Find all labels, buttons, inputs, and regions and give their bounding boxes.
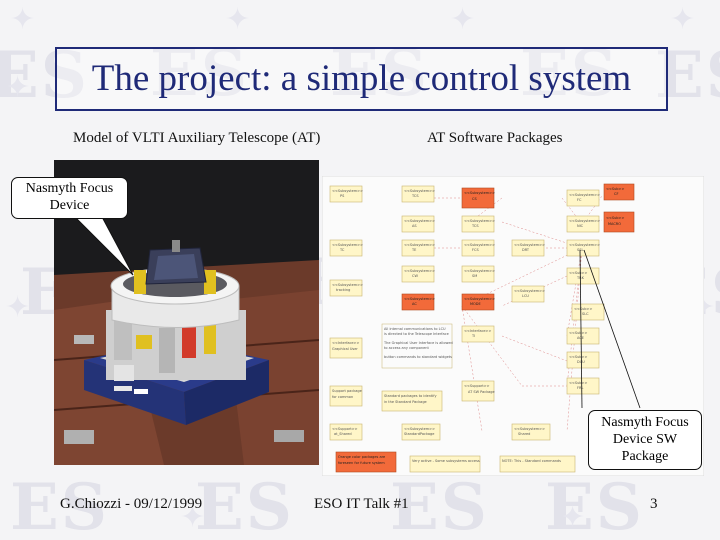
- svg-text:<<Sub>>: <<Sub>>: [569, 355, 587, 359]
- svg-text:The Graphical User Interface i: The Graphical User Interface is allowed: [383, 341, 453, 345]
- svg-text:TCS: TCS: [411, 194, 419, 198]
- nasmyth-device-callout: Nasmyth Focus Device: [11, 177, 128, 219]
- svg-text:<<Subsystem>>: <<Subsystem>>: [404, 189, 435, 193]
- svg-text:DRT: DRT: [522, 248, 530, 252]
- svg-text:AS: AS: [412, 224, 417, 228]
- slide-title: The project: a simple control system: [57, 57, 666, 101]
- svg-text:AT SW Package: AT SW Package: [468, 390, 495, 394]
- footer-event: ESO IT Talk #1: [314, 496, 409, 513]
- svg-text:<<Subsystem>>: <<Subsystem>>: [464, 297, 495, 301]
- svg-text:to access any component: to access any component: [384, 346, 430, 350]
- svg-text:<<Interface>>: <<Interface>>: [332, 341, 359, 345]
- svg-text:<<Subsystem>>: <<Subsystem>>: [404, 219, 435, 223]
- svg-text:<<Subsystem>>: <<Subsystem>>: [569, 219, 600, 223]
- svg-text:CW: CW: [412, 274, 418, 278]
- svg-text:NIC: NIC: [577, 224, 584, 228]
- svg-text:TCS: TCS: [471, 224, 479, 228]
- svg-text:<<Sub>>: <<Sub>>: [569, 271, 587, 275]
- svg-text:AC: AC: [412, 302, 417, 306]
- svg-text:<<Subsystem>>: <<Subsystem>>: [464, 243, 495, 247]
- title-frame: The project: a simple control system: [55, 47, 668, 111]
- svg-text:All internal communications to: All internal communications to LCU: [384, 327, 446, 331]
- svg-text:MODE: MODE: [470, 302, 481, 306]
- watermark-logo: ES: [195, 470, 294, 540]
- svg-text:tracking: tracking: [336, 288, 350, 292]
- watermark-star-icon: ✦: [5, 290, 30, 325]
- svg-text:<<Sub>>: <<Sub>>: [569, 381, 587, 385]
- svg-text:at_Shared: at_Shared: [334, 432, 352, 436]
- svg-text:CS: CS: [472, 197, 477, 201]
- svg-text:SLC: SLC: [582, 312, 589, 316]
- svg-text:is directed to the Telescope I: is directed to the Telescope Interface: [384, 332, 449, 336]
- svg-text:Very active - Some subsystems: Very active - Some subsystems access: [412, 459, 480, 463]
- svg-text:foreseen for future system: foreseen for future system: [338, 461, 385, 465]
- svg-text:<<Subsystem>>: <<Subsystem>>: [464, 269, 495, 273]
- watermark-star-icon: ✦: [670, 2, 695, 37]
- svg-text:Orange color packages are: Orange color packages are: [338, 455, 385, 459]
- svg-text:SM: SM: [472, 274, 477, 278]
- svg-text:Standard packages to identify: Standard packages to identify: [384, 394, 437, 398]
- svg-text:<<Subsystem>>: <<Subsystem>>: [514, 243, 545, 247]
- svg-text:<<Subsystem>>: <<Subsystem>>: [514, 289, 545, 293]
- svg-text:MACRO: MACRO: [608, 222, 621, 226]
- svg-text:LCU: LCU: [522, 294, 529, 298]
- svg-text:<<Subsystem>>: <<Subsystem>>: [404, 243, 435, 247]
- page-number: 3: [650, 496, 658, 513]
- svg-text:<<Sub>>: <<Sub>>: [569, 331, 587, 335]
- callout-line: Device SW: [589, 431, 701, 448]
- telescope-caption: Model of VLTI Auxiliary Telescope (AT): [73, 130, 320, 147]
- svg-text:<<Subsystem>>: <<Subsystem>>: [514, 427, 545, 431]
- svg-text:<<Subsystem>>: <<Subsystem>>: [464, 191, 495, 195]
- svg-text:button commands to standard wi: button commands to standard widgets: [384, 355, 452, 359]
- watermark-star-icon: ✦: [225, 2, 250, 37]
- packages-caption: AT Software Packages: [427, 130, 563, 147]
- svg-text:for common: for common: [332, 395, 353, 399]
- callout-line: Nasmyth Focus: [589, 414, 701, 431]
- callout-line: Device: [12, 197, 127, 214]
- svg-text:FCS: FCS: [472, 248, 479, 252]
- svg-text:<<Subsystem>>: <<Subsystem>>: [569, 193, 600, 197]
- callout-line: Nasmyth Focus: [12, 180, 127, 197]
- svg-text:<<Subsystem>>: <<Subsystem>>: [569, 243, 600, 247]
- callout-line: Package: [589, 448, 701, 465]
- svg-text:Support package: Support package: [332, 389, 362, 393]
- svg-text:<<Subsystem>>: <<Subsystem>>: [332, 283, 363, 287]
- svg-text:<<Interface>>: <<Interface>>: [464, 329, 491, 333]
- svg-text:CF: CF: [614, 192, 618, 196]
- svg-text:Graphical User: Graphical User: [332, 347, 358, 351]
- svg-text:<<Subsystem>>: <<Subsystem>>: [404, 297, 435, 301]
- svg-text:<<Sub>>: <<Sub>>: [574, 307, 592, 311]
- svg-text:<<Sub>>: <<Sub>>: [606, 216, 624, 220]
- svg-text:<<Subsystem>>: <<Subsystem>>: [404, 427, 435, 431]
- svg-text:TI: TI: [471, 334, 475, 338]
- nasmyth-package-callout: Nasmyth Focus Device SW Package: [588, 410, 702, 470]
- footer-author-date: G.Chiozzi - 09/12/1999: [60, 496, 202, 513]
- watermark-star-icon: ✦: [5, 70, 30, 105]
- watermark-star-icon: ✦: [10, 2, 35, 37]
- svg-text:StandardPackage: StandardPackage: [404, 432, 434, 436]
- svg-text:TE: TE: [411, 248, 416, 252]
- watermark-star-icon: ✦: [560, 500, 585, 535]
- svg-text:NOTE: This - Standard commands: NOTE: This - Standard commands: [502, 459, 561, 463]
- svg-text:TC: TC: [339, 248, 345, 252]
- svg-text:<<Subsystem>>: <<Subsystem>>: [332, 189, 363, 193]
- svg-text:<<Support>>: <<Support>>: [464, 384, 490, 388]
- svg-text:FRL: FRL: [577, 386, 583, 390]
- svg-text:<<Subsystem>>: <<Subsystem>>: [332, 243, 363, 247]
- svg-text:<<Support>>: <<Support>>: [332, 427, 358, 431]
- svg-text:<<Sub>>: <<Sub>>: [606, 187, 624, 191]
- svg-text:Shared: Shared: [518, 432, 530, 436]
- watermark-star-icon: ✦: [450, 2, 475, 37]
- svg-text:FC: FC: [577, 198, 582, 202]
- svg-text:ACE: ACE: [577, 336, 584, 340]
- svg-text:in the Standard Package: in the Standard Package: [384, 400, 427, 404]
- svg-text:<<Subsystem>>: <<Subsystem>>: [404, 269, 435, 273]
- svg-text:<<Subsystem>>: <<Subsystem>>: [464, 219, 495, 223]
